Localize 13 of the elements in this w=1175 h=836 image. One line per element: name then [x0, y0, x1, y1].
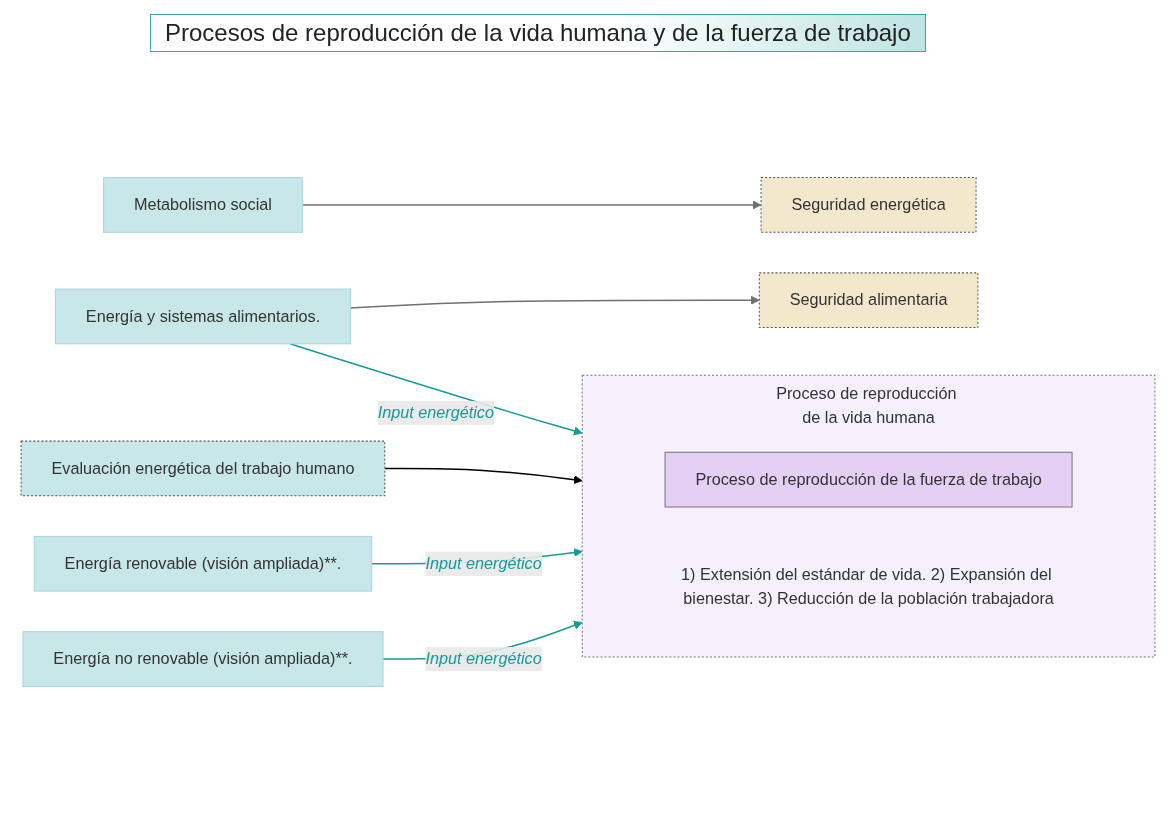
node-box: Energía y sistemas alimentarios. [54, 288, 351, 345]
node-box: Metabolismo social [102, 177, 303, 233]
node-box: Evaluación energética del trabajo humano [20, 440, 385, 497]
diagram-title: Procesos de reproducción de la vida humana y de la fuerza de trabajo [150, 14, 926, 52]
arrow [301, 200, 761, 210]
node-box: Seguridad alimentaria [758, 272, 978, 329]
node-box: Seguridad energética [760, 177, 977, 233]
node-box: Proceso de reproducción de la fuerza de trabajo [664, 451, 1073, 508]
edge-label: Input energético [424, 554, 542, 572]
node-box: Energía renovable (visión ampliada)**. [33, 535, 372, 592]
edge-label: Input energético [424, 649, 542, 668]
node-box: Energía no renovable (visión ampliada)**. [21, 631, 384, 687]
edge-label: Input energético [377, 403, 494, 422]
